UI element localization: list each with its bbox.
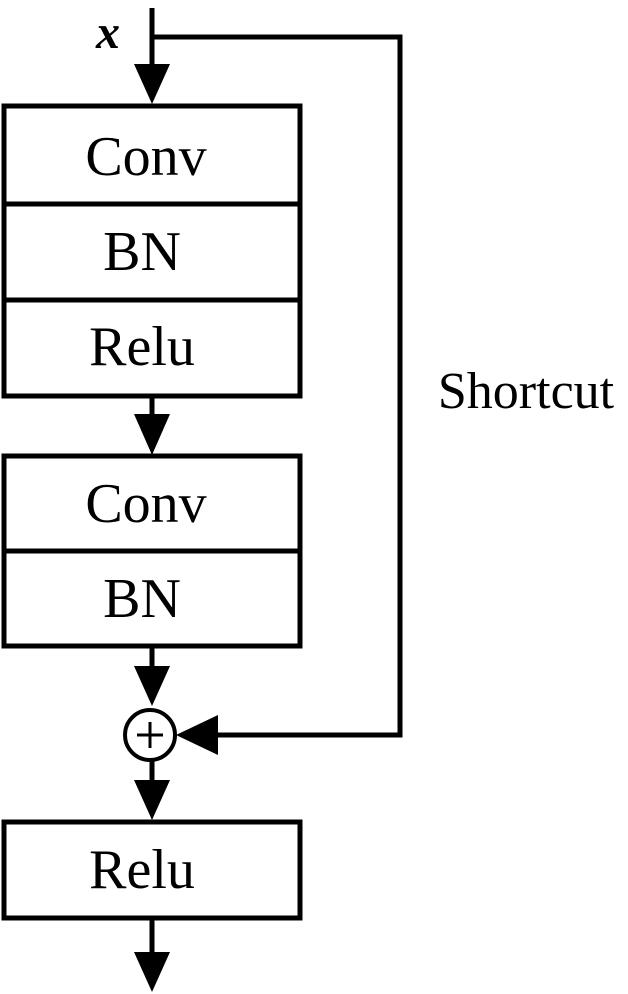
block-1-relu-label: Relu — [89, 316, 195, 378]
output-arrowhead — [134, 952, 170, 992]
final-relu-label: Relu — [89, 839, 195, 901]
block-2: Conv BN — [1, 453, 303, 649]
arrow-2-add-head — [134, 666, 170, 706]
final-relu-block: Relu — [1, 819, 303, 921]
block-2-bn-label: BN — [103, 568, 181, 630]
block-1-conv-label: Conv — [85, 126, 206, 188]
input-arrowhead — [134, 64, 170, 104]
block-2-conv-label: Conv — [85, 473, 206, 535]
shortcut-arrowhead — [176, 715, 218, 755]
shortcut-path — [152, 34, 403, 755]
block-1-bn-label: BN — [103, 221, 181, 283]
addition-node — [123, 708, 177, 762]
final-relu-frame — [1, 819, 303, 921]
arrow-1-2-head — [134, 414, 170, 455]
shortcut-label: Shortcut — [438, 363, 615, 420]
input-label: x — [95, 6, 120, 59]
shortcut-line — [152, 34, 403, 738]
arrow-add-relu-head — [134, 780, 170, 820]
block-1: Conv BN Relu — [1, 103, 303, 399]
